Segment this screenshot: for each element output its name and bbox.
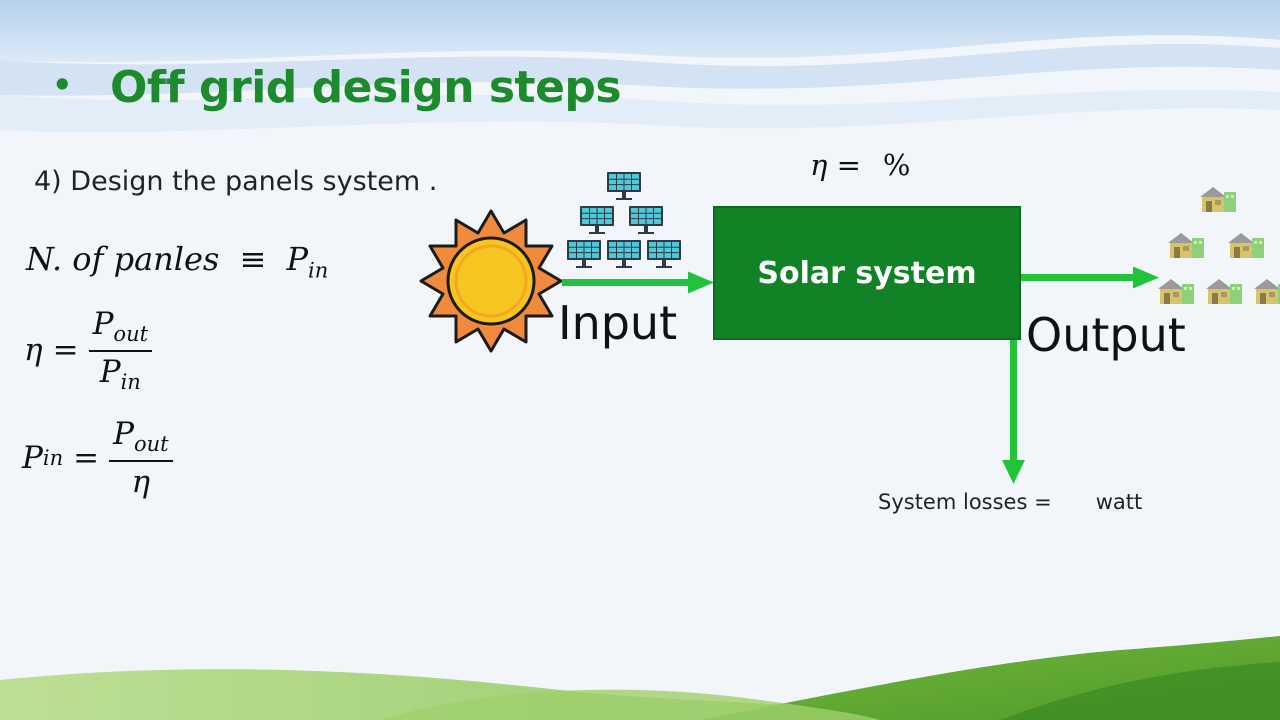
efficiency-label: η =% [810, 148, 910, 182]
losses-unit: watt [1095, 490, 1143, 514]
formula-pin-den: η [131, 464, 151, 501]
solar-system-label: Solar system [757, 255, 977, 291]
formula-pin-num-sub: out [133, 432, 169, 457]
formula-pin-lhs-sub: in [42, 446, 64, 471]
losses-text: System losses = [878, 490, 1052, 514]
efficiency-symbol: η = [810, 148, 861, 182]
solar-system-box: Solar system [713, 206, 1021, 340]
formula-panels-rhs: P [286, 240, 309, 278]
step-heading: 4) Design the panels system . [34, 166, 438, 197]
formula-eff-fraction: Pout Pin [88, 306, 153, 395]
formula-panels-lhs: N. of panles [26, 240, 220, 278]
formula-panels-op: ≡ [239, 240, 267, 278]
formula-efficiency: η = Pout Pin [24, 306, 153, 395]
formula-pin-num: P [113, 416, 134, 452]
formula-eff-num: P [92, 306, 114, 342]
formula-pin-op: = [73, 440, 100, 477]
slide-title: • Off grid design steps [52, 62, 622, 113]
formula-pin-fraction: Pout η [109, 416, 173, 501]
efficiency-unit: % [882, 148, 911, 182]
formula-eff-num-sub: out [113, 322, 149, 347]
system-losses-label: System losses = watt [878, 490, 1142, 514]
formula-eff-den: P [99, 354, 121, 391]
title-bullet: • [52, 66, 72, 104]
input-label: Input [558, 296, 678, 350]
formula-eff-op: = [52, 332, 79, 369]
formula-eff-den-sub: in [120, 370, 141, 395]
formula-pin-lhs: P [22, 440, 43, 477]
formula-eff-lhs: η [24, 332, 43, 369]
output-label: Output [1026, 308, 1186, 362]
title-text: Off grid design steps [110, 62, 622, 113]
formula-panels-rhs-sub: in [308, 258, 329, 283]
formula-number-of-panels: N. of panles ≡ Pin [26, 240, 328, 282]
